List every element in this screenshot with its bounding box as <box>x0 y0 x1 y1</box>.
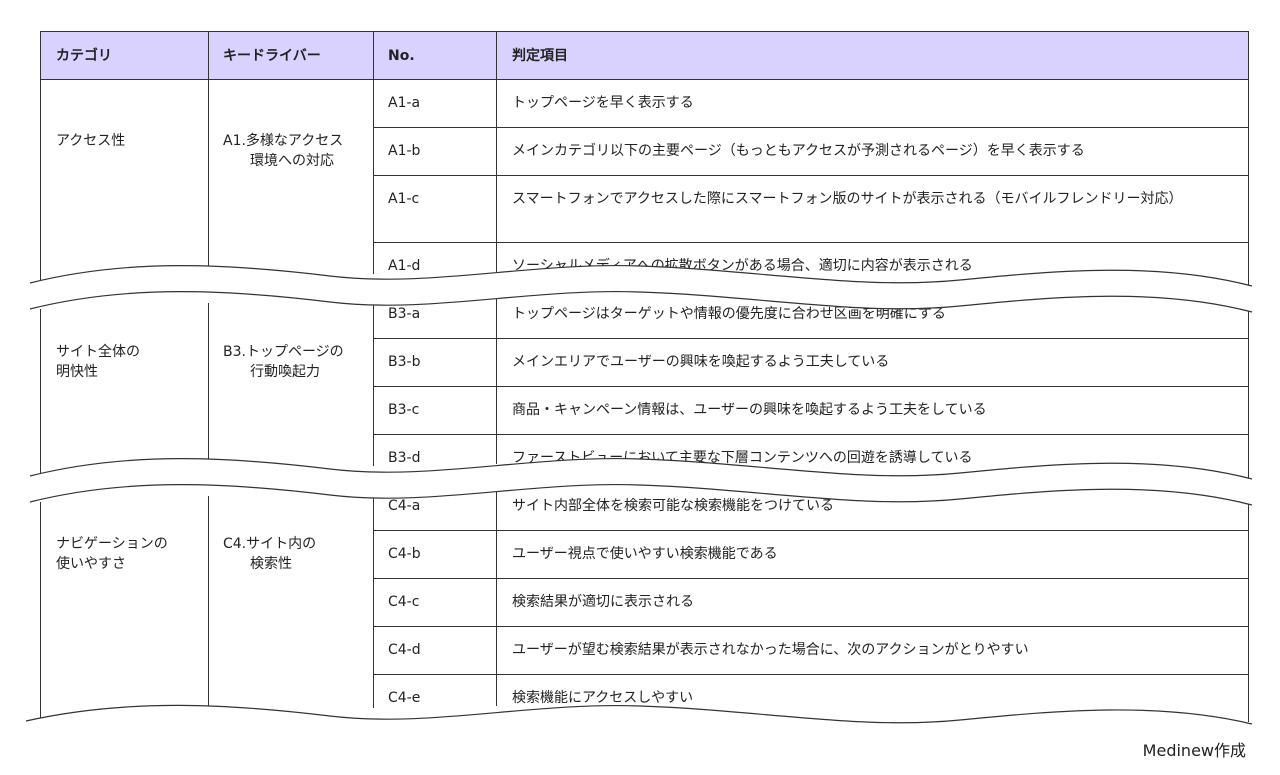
credit-text: Medinew作成 <box>1142 741 1246 760</box>
row-b3b-item: メインエリアでユーザーの興味を喚起するよう工夫している <box>512 354 890 370</box>
header-row <box>40 31 1249 79</box>
row-c4c-no: C4-c <box>388 594 420 610</box>
section-c-driver-line2: 検索性 <box>250 556 292 572</box>
row-a1a-item: トップページを早く表示する <box>512 95 694 111</box>
row-c4e-item: 検索機能にアクセスしやすい <box>512 690 694 706</box>
row-c4d-no: C4-d <box>388 642 421 658</box>
row-a1b-item: メインカテゴリ以下の主要ページ（もっともアクセスが予測されるページ）を早く表示す… <box>512 143 1085 159</box>
header-no: No. <box>388 48 415 64</box>
row-a1b-no: A1-b <box>388 143 421 159</box>
row-c4b-no: C4-b <box>388 546 421 562</box>
row-a1c-no: A1-c <box>388 191 420 207</box>
section-c-driver-line1: C4.サイト内の <box>223 536 317 552</box>
section-b-driver-line2: 行動喚起力 <box>250 364 320 380</box>
row-a1a-no: A1-a <box>388 95 421 111</box>
row-c4d-item: ユーザーが望む検索結果が表示されなかった場合に、次のアクションがとりやすい <box>512 642 1029 658</box>
row-a1c-item: スマートフォンでアクセスした際にスマートフォン版のサイトが表示される（モバイルフ… <box>512 191 1183 207</box>
row-c4c-item: 検索結果が適切に表示される <box>512 594 694 610</box>
header-judgement-item: 判定項目 <box>512 48 568 64</box>
row-c4b-item: ユーザー視点で使いやすい検索機能である <box>512 546 778 562</box>
section-b-category-line1: サイト全体の <box>56 344 140 360</box>
row-b3a-item: トップページはターゲットや情報の優先度に合わせ区画を明確にする <box>512 306 946 322</box>
row-b3b-no: B3-b <box>388 354 421 370</box>
section-a-driver-line1: A1.多様なアクセス <box>223 133 344 149</box>
row-b3c-item: 商品・キャンペーン情報は、ユーザーの興味を喚起するよう工夫をしている <box>512 402 987 418</box>
section-a-category: アクセス性 <box>56 133 126 149</box>
row-c4a-no: C4-a <box>388 498 421 514</box>
row-a1d-no: A1-d <box>388 258 421 274</box>
row-c4a-item: サイト内部全体を検索可能な検索機能をつけている <box>512 498 834 514</box>
row-b3d-no: B3-d <box>388 450 421 466</box>
header-key-driver: キードライバー <box>223 48 321 64</box>
header-category: カテゴリ <box>56 48 112 64</box>
section-b-category-line2: 明快性 <box>56 364 98 380</box>
section-b-driver-line1: B3.トップページの <box>223 344 344 360</box>
row-c4e-no: C4-e <box>388 690 421 706</box>
section-c-category-line1: ナビゲーションの <box>56 536 168 552</box>
row-b3a-no: B3-a <box>388 306 421 322</box>
row-b3c-no: B3-c <box>388 402 420 418</box>
section-a-driver-line2: 環境への対応 <box>250 153 334 169</box>
section-c-category-line2: 使いやすさ <box>56 556 126 572</box>
